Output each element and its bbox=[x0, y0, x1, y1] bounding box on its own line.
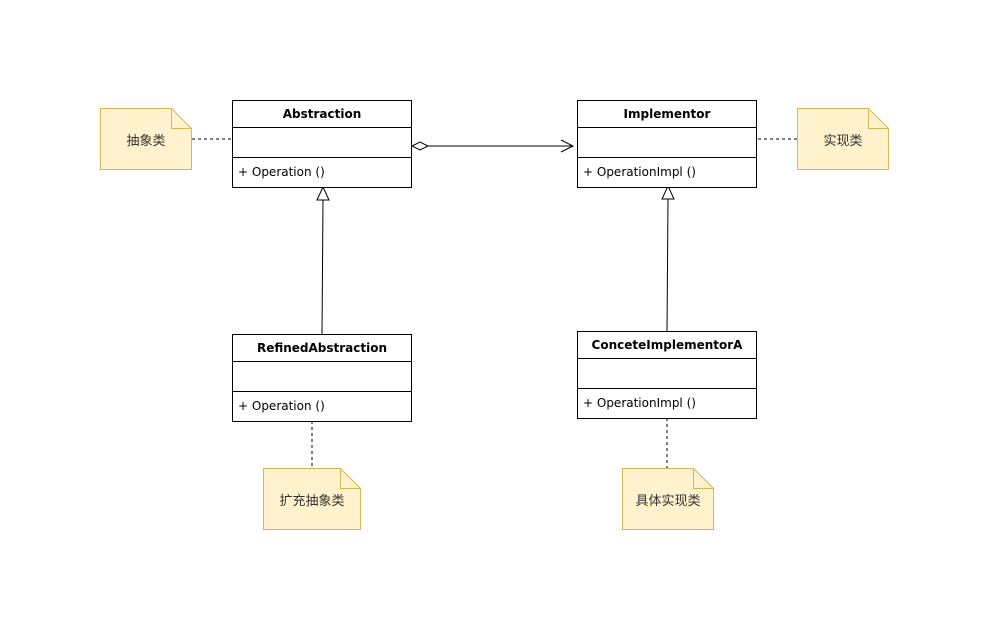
note-concrete-implementor[interactable]: 具体实现类 bbox=[622, 468, 714, 530]
class-operation: + Operation () bbox=[238, 399, 325, 413]
class-name: ConceteImplementorA bbox=[578, 332, 756, 359]
generalization-connector-implementor[interactable] bbox=[661, 184, 675, 332]
class-implementor[interactable]: Implementor + OperationImpl () bbox=[577, 100, 757, 188]
aggregation-connector[interactable] bbox=[410, 139, 575, 153]
note-refined-abstraction[interactable]: 扩充抽象类 bbox=[263, 468, 361, 530]
generalization-line bbox=[321, 199, 324, 335]
class-attributes bbox=[233, 362, 411, 392]
class-attributes bbox=[578, 359, 756, 389]
class-operation: + OperationImpl () bbox=[583, 396, 696, 410]
class-concrete-implementor[interactable]: ConceteImplementorA + OperationImpl () bbox=[577, 331, 757, 419]
note-text: 具体实现类 bbox=[635, 493, 701, 509]
note-shape bbox=[797, 108, 889, 170]
note-implementor[interactable]: 实现类 bbox=[797, 108, 889, 170]
generalization-line bbox=[666, 198, 669, 332]
class-operation: + OperationImpl () bbox=[583, 165, 696, 179]
class-operation: + Operation () bbox=[238, 165, 325, 179]
note-abstraction[interactable]: 抽象类 bbox=[100, 108, 192, 170]
note-text: 扩充抽象类 bbox=[279, 493, 345, 509]
class-abstraction[interactable]: Abstraction + Operation () bbox=[232, 100, 412, 188]
aggregation-arrowhead bbox=[560, 139, 575, 153]
generalization-triangle bbox=[661, 184, 675, 200]
note-shape bbox=[622, 468, 714, 530]
class-attributes bbox=[578, 128, 756, 158]
class-name: Abstraction bbox=[233, 101, 411, 128]
generalization-connector-abstraction[interactable] bbox=[316, 185, 330, 335]
generalization-triangle bbox=[316, 185, 330, 201]
aggregation-diamond bbox=[410, 141, 430, 151]
note-text: 抽象类 bbox=[126, 133, 166, 149]
class-attributes bbox=[233, 128, 411, 158]
note-shape bbox=[100, 108, 192, 170]
class-name: Implementor bbox=[578, 101, 756, 128]
note-text: 实现类 bbox=[823, 133, 863, 149]
class-refined-abstraction[interactable]: RefinedAbstraction + Operation () bbox=[232, 334, 412, 422]
note-shape bbox=[263, 468, 361, 530]
class-name: RefinedAbstraction bbox=[233, 335, 411, 362]
